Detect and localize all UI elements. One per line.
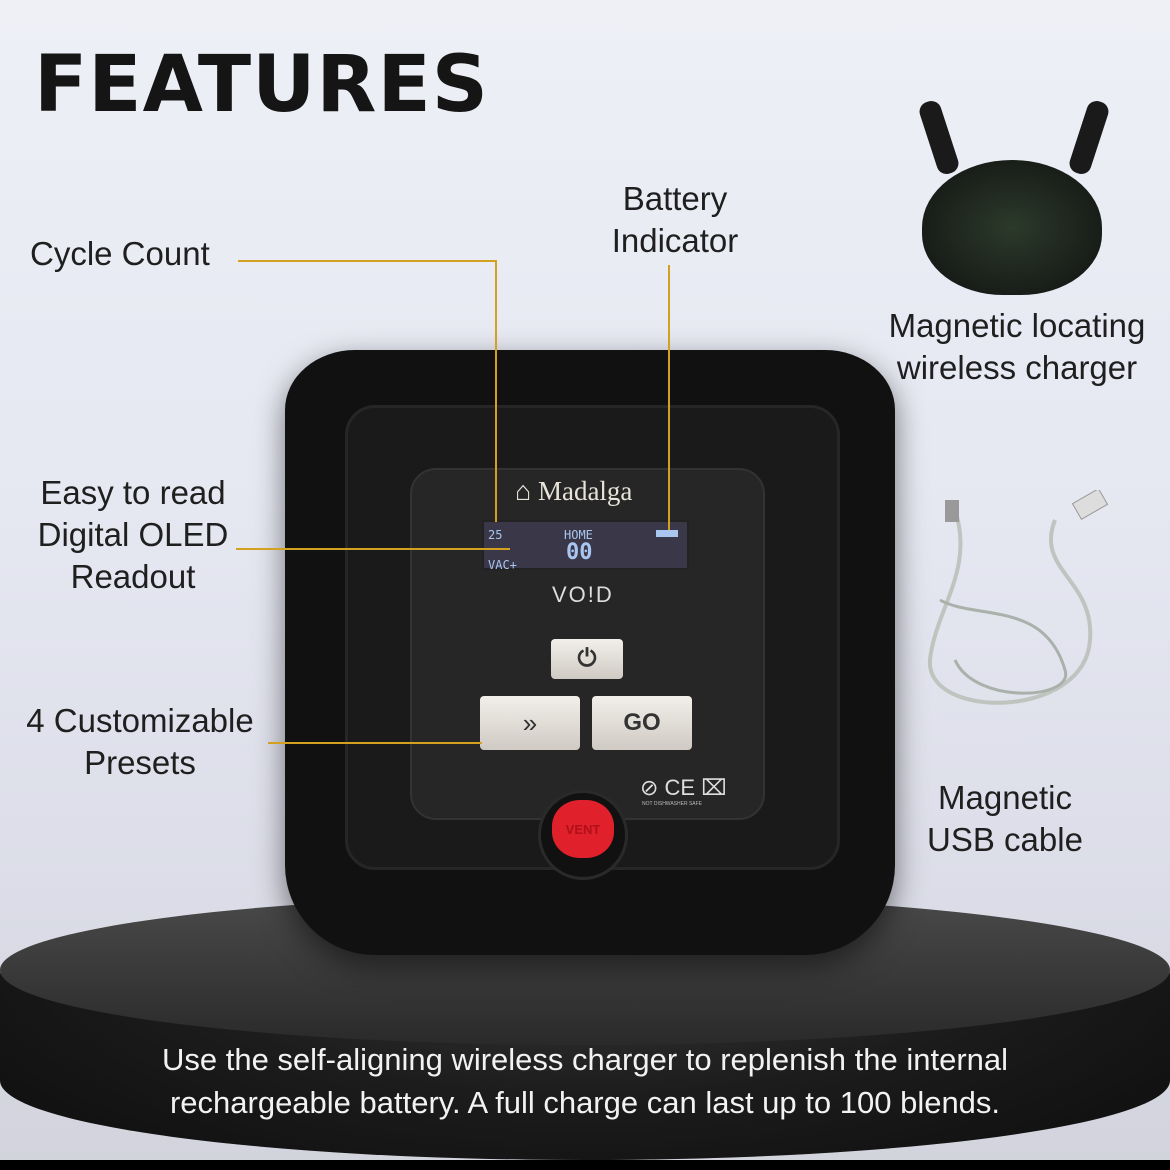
- label-line: Readout: [70, 558, 196, 595]
- label-line: 4 Customizable: [26, 702, 254, 739]
- callout-line: [268, 742, 482, 744]
- status-text: VAC+: [488, 558, 517, 572]
- page-title: FEATURES: [34, 40, 489, 130]
- callout-line: [495, 260, 497, 522]
- mode-text: HOME: [564, 528, 593, 542]
- description-line: Use the self-aligning wireless charger t…: [161, 1042, 1009, 1077]
- label-line: Battery: [622, 180, 728, 217]
- dishwasher-warning: NOT DISHWASHER SAFE: [642, 801, 703, 807]
- preset-value: 00: [566, 540, 593, 565]
- usb-cable-image: [927, 490, 1109, 705]
- battery-icon: [656, 530, 678, 537]
- description-line: rechargeable battery. A full charge can …: [169, 1085, 1001, 1120]
- label-line: USB cable: [927, 821, 1083, 858]
- label-line: Easy to read: [40, 474, 226, 511]
- power-button[interactable]: ⏻: [551, 639, 623, 679]
- label-line: Presets: [84, 744, 196, 781]
- label-charger: Magnetic locating wireless charger: [872, 305, 1162, 389]
- callout-line: [236, 548, 510, 550]
- charger-prong-left: [916, 98, 962, 177]
- label-line: wireless charger: [896, 349, 1138, 386]
- power-icon: ⏻: [577, 645, 597, 672]
- cycle-count-value: 25: [488, 528, 503, 542]
- label-line: Digital OLED: [37, 516, 229, 553]
- oled-screen: 25 HOME 00 VAC+: [482, 520, 689, 572]
- description: Use the self-aligning wireless charger t…: [0, 1038, 1170, 1124]
- label-cycle-count: Cycle Count: [30, 235, 210, 272]
- charger-prong-right: [1066, 98, 1112, 177]
- label-line: Indicator: [611, 222, 739, 259]
- wireless-charger-image: [922, 160, 1102, 295]
- vent-button[interactable]: VENT: [552, 800, 614, 858]
- brand-name: Madalga: [537, 476, 633, 506]
- label-line: Magnetic: [938, 779, 1072, 816]
- go-button[interactable]: GO: [592, 696, 692, 750]
- double-chevron-icon: »: [522, 707, 538, 738]
- label-line: Magnetic locating: [888, 307, 1146, 344]
- bottom-border: [0, 1160, 1170, 1170]
- preset-button[interactable]: »: [480, 696, 580, 750]
- callout-line: [238, 260, 496, 262]
- brand-logo: ⌂ Madalga: [515, 476, 633, 506]
- certification-icons: ⊘ CE ⌧: [640, 775, 727, 800]
- model-name: VO!D: [552, 582, 614, 607]
- callout-line: [668, 265, 670, 530]
